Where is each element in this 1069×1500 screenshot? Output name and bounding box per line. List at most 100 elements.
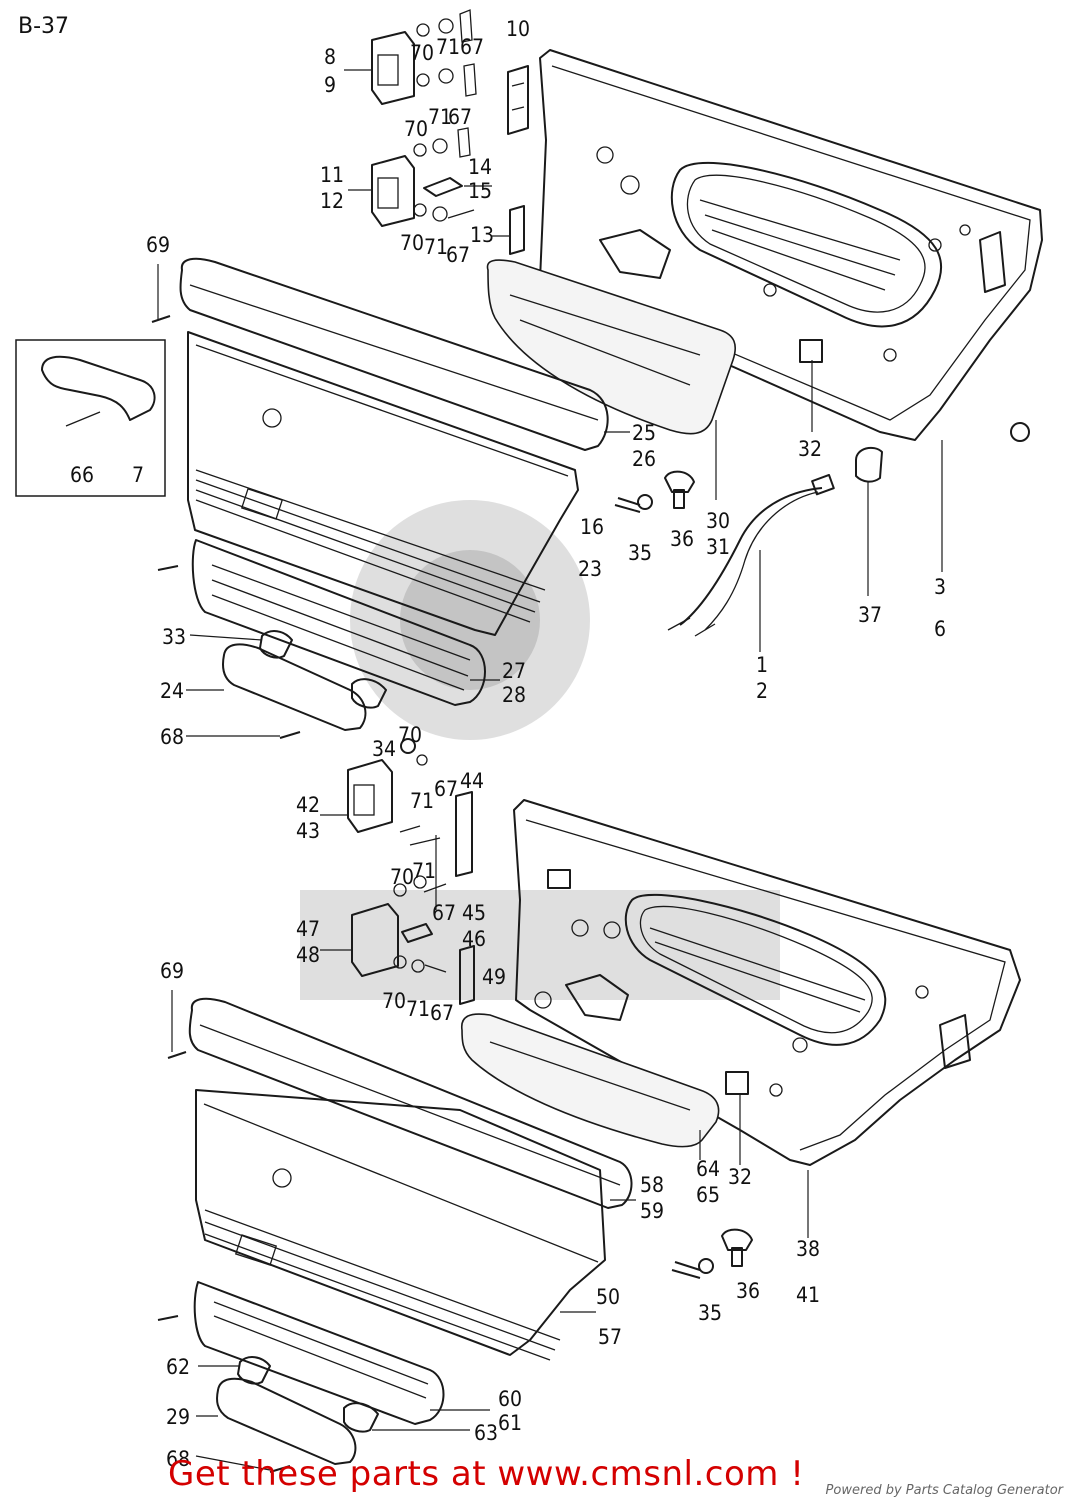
callout: 70 [410,41,434,65]
screw-rear-armrest[interactable] [157,1315,179,1321]
callout: 49 [482,965,506,989]
callout: 67 [434,777,458,801]
screw-68-rear[interactable] [269,1465,291,1473]
callout: 32 [798,437,822,461]
callout: 6 [934,617,946,641]
inside-handle-rod-35-rear[interactable] [671,1258,714,1279]
front-door-trim-panel-16-23[interactable] [187,331,579,636]
callout: 7 [132,463,144,487]
callout: 46 [462,927,486,951]
front-armrest-27-28[interactable] [191,539,486,706]
callout: 64 [696,1157,720,1181]
screw-69-rear[interactable] [167,1051,187,1059]
rear-upper-hinge-42-43[interactable] [347,738,441,846]
callout: 63 [474,1421,498,1445]
callout: 33 [162,625,186,649]
handle-bezel-34[interactable] [351,678,387,709]
callout: 38 [796,1237,820,1261]
assist-grip-inset-box [15,339,166,497]
callout: 34 [372,737,396,761]
callout: 59 [640,1199,664,1223]
callout: 69 [146,233,170,257]
handle-bezel-33[interactable] [259,630,293,659]
lock-knob-36-front[interactable] [664,470,695,509]
callout: 25 [632,421,656,445]
page-label: B-37 [18,14,70,39]
callout: 58 [640,1173,664,1197]
callout: 26 [632,447,656,471]
pull-handle-24[interactable] [222,643,367,731]
footer-parts-link[interactable]: Get these parts at www.cmsnl.com ! [168,1454,805,1494]
front-door-glass-30-31[interactable] [486,259,736,435]
callout: 57 [598,1325,622,1349]
callout: 68 [160,725,184,749]
inside-handle-rod-35-front[interactable] [614,494,653,513]
callout: 70 [398,723,422,747]
striker-plate-10[interactable] [507,65,529,135]
callout: 41 [796,1283,820,1307]
callout: 62 [166,1355,190,1379]
callout: 36 [670,527,694,551]
callout: 10 [506,17,530,41]
callout: 27 [502,659,526,683]
rear-door-trim-panel-50-57[interactable] [195,1089,606,1361]
screw-68-front[interactable] [279,731,301,739]
callout: 36 [736,1279,760,1303]
lock-knob-36-rear[interactable] [721,1228,753,1267]
callout: 71 [428,105,452,129]
callout: 67 [448,105,472,129]
callout: 42 [296,793,320,817]
callout: 48 [296,943,320,967]
callout: 3 [934,575,946,599]
rear-door-inner-panel[interactable] [513,799,1021,1166]
handle-bezel-63[interactable] [343,1402,379,1433]
callout: 11 [320,163,344,187]
callout: 61 [498,1411,522,1435]
front-upper-hinge[interactable] [371,9,477,105]
callout: 35 [628,541,652,565]
striker-plate-13[interactable] [509,205,525,255]
callout: 13 [470,223,494,247]
grip-screw-66[interactable] [65,411,101,427]
front-armrest-pad-upper-25[interactable] [179,257,609,451]
rear-armrest-60-61[interactable] [193,1281,445,1425]
callout: 70 [404,117,428,141]
striker-plate-49[interactable] [459,945,475,1005]
rear-armrest-pad-upper-58-59[interactable] [188,997,633,1209]
callout: 66 [70,463,94,487]
plug-32-rear[interactable] [725,1071,749,1095]
hinge-shim-14[interactable] [423,177,463,197]
callout: 71 [410,789,434,813]
callout: 50 [596,1285,620,1309]
screw-front-armrest[interactable] [157,565,179,571]
callout: 30 [706,509,730,533]
bumper-37[interactable] [855,446,883,483]
callout: 12 [320,189,344,213]
callout: 1 [756,653,768,677]
callout: 70 [382,989,406,1013]
callout: 29 [166,1405,190,1429]
callout: 14 [468,155,492,179]
callout: 35 [698,1301,722,1325]
callout: 65 [696,1183,720,1207]
callout: 32 [728,1165,752,1189]
callout: 43 [296,819,320,843]
door-switch-cable-1-2[interactable] [667,474,835,637]
rear-lower-hinge-47-48[interactable] [351,875,447,977]
striker-plate-44[interactable] [455,791,473,877]
assist-grip-7[interactable] [41,355,156,421]
callout: 2 [756,679,768,703]
callout: 60 [498,1387,522,1411]
pull-handle-29[interactable] [216,1377,357,1465]
front-lower-hinge[interactable] [371,127,475,227]
rear-door-glass-64-65[interactable] [461,1013,720,1148]
callout: 31 [706,535,730,559]
callout: 8 [324,45,336,69]
screw-69-top[interactable] [151,315,171,323]
callout: 23 [578,557,602,581]
powered-by-credit: Powered by Parts Catalog Generator [825,1483,1063,1498]
callout-labels: 8 9 70 71 67 10 70 71 67 11 12 14 15 70 … [70,17,946,1471]
grommet-right[interactable] [1010,422,1030,442]
plug-32-front[interactable] [799,339,823,363]
